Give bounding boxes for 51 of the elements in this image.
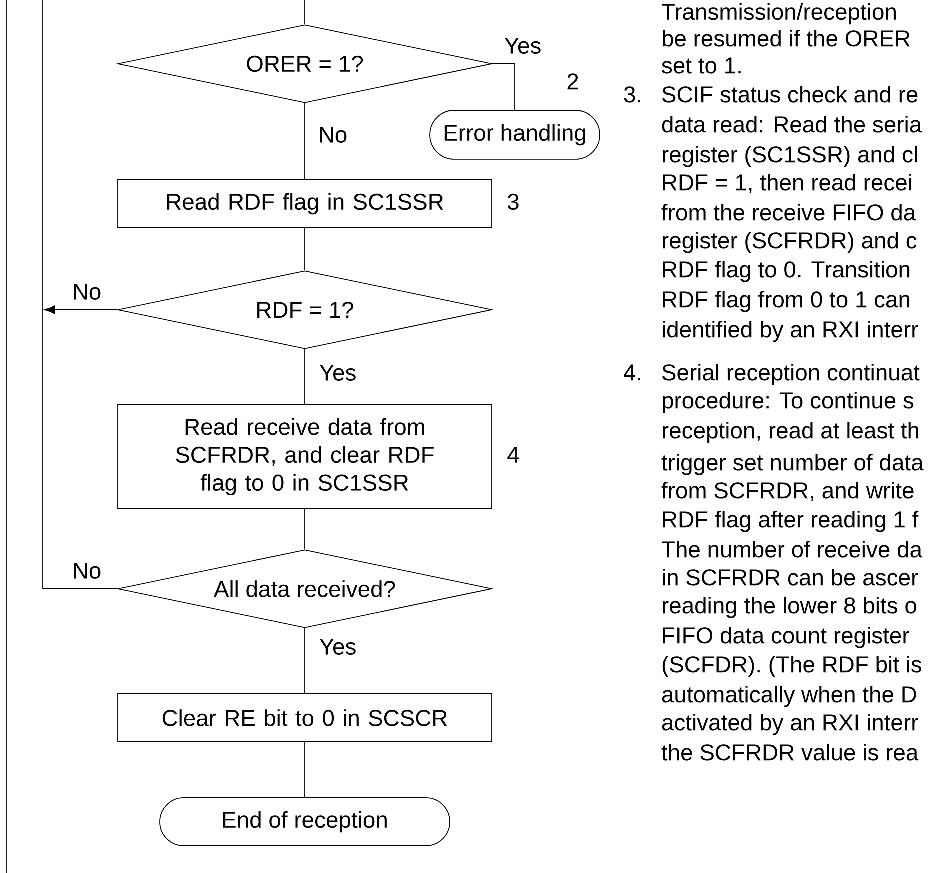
connector xyxy=(42,0,118,590)
edge-label: No xyxy=(74,284,101,300)
note-text: set to 1. xyxy=(662,58,741,74)
connector xyxy=(304,628,306,694)
process-box: Read RDF flag in SC1SSR xyxy=(118,180,492,228)
connector xyxy=(304,742,306,798)
edge-label: Yes xyxy=(504,38,541,54)
connector xyxy=(304,228,306,271)
note-text: SCIF status check and re xyxy=(662,86,918,103)
note-text: RDF flag to 0. Transition xyxy=(663,260,910,282)
note-text: RDF = 1, then read recei xyxy=(663,174,912,194)
note-text: in SCFRDR can be ascer xyxy=(662,568,918,586)
note-text: procedure: To continue s xyxy=(662,392,914,414)
callout-number: 4 xyxy=(508,447,520,463)
note-text: RDF flag from 0 to 1 can xyxy=(663,290,910,312)
connector xyxy=(44,306,118,314)
note-text: from the receive FIFO da xyxy=(662,204,916,221)
connector xyxy=(304,509,306,550)
edge-label: Yes xyxy=(320,639,356,655)
note-text: from SCFRDR, and write xyxy=(662,482,914,502)
note-text: RDF flag after reading 1 f xyxy=(663,510,919,532)
connector xyxy=(304,102,306,180)
note-text: data read: Read the seria xyxy=(662,116,922,133)
note-text: (SCFDR). (The RDF bit is xyxy=(662,656,922,678)
list-number: 4. xyxy=(624,364,640,381)
connector xyxy=(492,64,516,110)
note-text: the SCFRDR value is rea xyxy=(662,744,919,761)
callout-number: 3 xyxy=(508,194,519,210)
note-text: activated by an RXI interr xyxy=(662,714,918,736)
note-text: reading the lower 8 bits o xyxy=(662,596,916,618)
terminator-box: End of reception xyxy=(160,798,450,846)
process-box: Clear RE bit to 0 in SCSCR xyxy=(118,694,492,742)
process-box: Read receive data from SCFRDR, and clear RDF flag to 0 in SC1SSR xyxy=(118,404,492,510)
terminator-box: Error handling xyxy=(430,110,600,160)
note-text: reception, read at least th xyxy=(662,422,919,444)
note-text: be resumed if the ORER xyxy=(662,30,910,47)
note-text: register (SC1SSR) and cl xyxy=(662,146,918,168)
edge-label: No xyxy=(74,563,101,579)
note-text: FIFO data count register xyxy=(663,626,910,648)
connector xyxy=(304,349,306,405)
note-text: The number of receive da xyxy=(662,540,923,558)
list-number: 3. xyxy=(624,86,640,103)
note-text: automatically when the D xyxy=(662,686,916,708)
connector xyxy=(304,0,306,25)
note-text: Serial reception continuat xyxy=(662,364,920,386)
note-text: trigger set number of data xyxy=(662,454,924,476)
edge-label: Yes xyxy=(320,365,356,381)
note-text: Transmission/reception xyxy=(662,3,896,25)
edge-label: No xyxy=(320,127,347,143)
note-text: identified by an RXI interr xyxy=(662,320,918,342)
note-text: register (SCFRDR) and c xyxy=(662,232,917,254)
